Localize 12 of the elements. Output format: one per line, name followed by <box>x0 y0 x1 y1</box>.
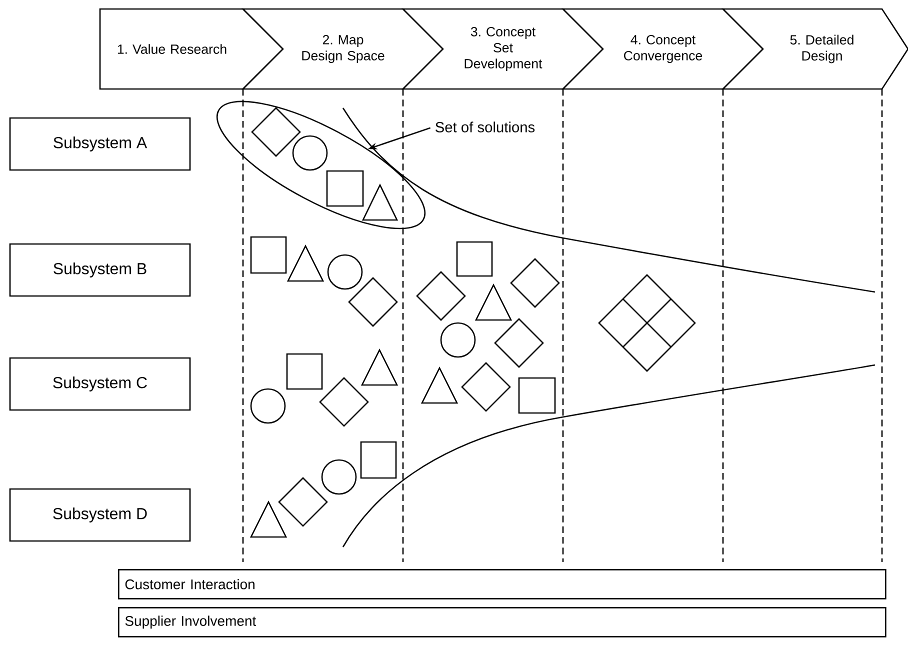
callout-text: Set of solutions <box>436 122 535 132</box>
process-step: 4. Concept Convergence <box>561 8 764 90</box>
node-label: 5. Detailed Design <box>790 34 854 64</box>
process-step: 3. Concept Set Development <box>401 8 604 90</box>
subsystem-box: Subsystem D <box>9 488 191 542</box>
activity-bar: Supplier Involvement <box>118 607 886 638</box>
subsystem-box: Subsystem C <box>9 357 191 411</box>
subsystem-box: Subsystem A <box>9 117 191 171</box>
subsystem-box: Subsystem B <box>9 243 191 297</box>
process-step: 5. Detailed Design <box>721 8 908 90</box>
process-step: 2. Map Design Space <box>241 8 444 90</box>
activity-bar: Customer Interaction <box>118 569 886 600</box>
